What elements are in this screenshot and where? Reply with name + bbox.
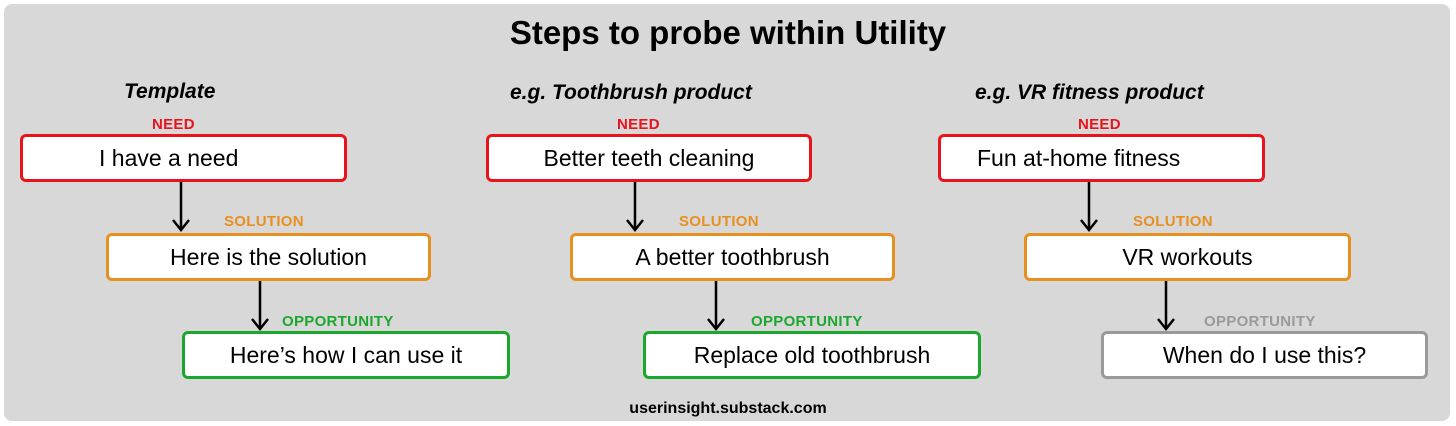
solution-tag: SOLUTION <box>679 213 759 230</box>
need-tag: NEED <box>1078 116 1121 133</box>
opportunity-box: Replace old toothbrush <box>643 331 981 379</box>
solution-box: VR workouts <box>1024 233 1351 281</box>
need-tag: NEED <box>617 116 660 133</box>
opportunity-box-unknown: When do I use this? <box>1101 331 1428 379</box>
arrow-down-icon <box>626 182 644 233</box>
column-heading-toothbrush: e.g. Toothbrush product <box>510 81 752 104</box>
arrow-down-icon <box>1157 281 1175 332</box>
need-box: Fun at-home fitness <box>938 134 1265 182</box>
need-box: I have a need <box>20 134 347 182</box>
column-heading-vr-fitness: e.g. VR fitness product <box>975 81 1204 104</box>
footer-source: userinsight.substack.com <box>629 400 827 417</box>
opportunity-box: Here’s how I can use it <box>182 331 510 379</box>
need-box: Better teeth cleaning <box>486 134 812 182</box>
arrow-down-icon <box>707 281 725 332</box>
solution-box: Here is the solution <box>106 233 431 281</box>
solution-tag: SOLUTION <box>224 213 304 230</box>
arrow-down-icon <box>251 281 269 332</box>
need-tag: NEED <box>152 116 195 133</box>
solution-box: A better toothbrush <box>570 233 895 281</box>
solution-tag: SOLUTION <box>1133 213 1213 230</box>
column-heading-template: Template <box>124 80 216 103</box>
opportunity-tag: OPPORTUNITY <box>751 313 863 330</box>
opportunity-tag: OPPORTUNITY <box>282 313 394 330</box>
arrow-down-icon <box>1080 182 1098 233</box>
diagram-title: Steps to probe within Utility <box>509 14 947 51</box>
arrow-down-icon <box>172 182 190 233</box>
opportunity-tag-unknown: OPPORTUNITY <box>1204 313 1316 330</box>
